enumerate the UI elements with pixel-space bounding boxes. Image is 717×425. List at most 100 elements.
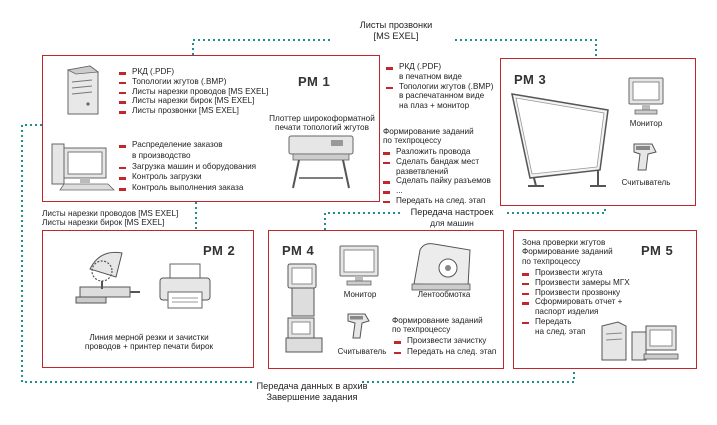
list-item: Произвести зачистку [394,336,496,347]
server-icon [66,65,100,115]
list-item-continuation: паспорт изделия [535,307,599,317]
monitor-icon [628,77,664,115]
list-item: в печатном виде [386,72,493,82]
list-item: Листы нарезки бирок [MS EXEL] [119,96,268,106]
rm4-tasks-list: Произвести зачистку Передать на след. эт… [394,336,496,358]
list-item: Распределение заказов [119,140,256,151]
rm1-tasks-list: Распределение заказов в производство Заг… [119,140,256,194]
list-item: на след. этап [522,327,630,337]
cut-lists-label: Листы нарезки проводов [MS EXEL] Листы н… [42,209,178,228]
list-item-continuation: в производство [132,150,191,160]
list-item: Произвести замеры МГХ [522,278,630,288]
barcode-reader-icon [347,313,370,339]
top-label-line1: Листы прозвонки [359,20,433,30]
list-item: разветвлений [383,167,491,177]
rm5-intro: Зона проверки жгутов Формирование задани… [522,238,613,266]
rm2-caption-line1: Линия мерной резки и зачистки [89,333,209,342]
rm3-reader-label: Считыватель [621,178,671,187]
terminal-icon [287,263,317,317]
bottom-label-line1: Передача данных в архив [256,381,368,391]
cut-lists-line1: Листы нарезки проводов [MS EXEL] [42,209,179,218]
plotter-icon [288,135,354,189]
top-connector [192,39,597,58]
workstation-icon [601,321,679,361]
list-item: Листы прозвонки [MS EXEL] [119,106,268,116]
rm2-caption-line2: проводов + принтер печати бирок [84,342,214,352]
list-item: Произвести жгута [522,268,630,278]
plaz-board-icon [511,93,609,187]
rm4-monitor-label: Монитор [343,290,377,299]
process-title-line2: по техпроцессу [383,136,442,146]
rm5-intro-line1: Зона проверки жгутов [522,238,606,247]
printer-icon [159,263,211,309]
list-item: РКД (.PDF) [386,62,493,72]
process-title-line1: Формирование заданий [383,127,474,136]
list-item-continuation: разветвлений [396,166,449,176]
list-item: ... [383,186,491,196]
rm5-tasks-list: Произвести жгута Произвести замеры МГХ П… [522,268,630,337]
list-item: Топологии жгутов (.BMP) [119,77,268,87]
barcode-reader-icon [633,143,657,171]
bottom-connector [362,369,575,383]
rm4-reader-label: Считыватель [337,347,387,356]
list-item-continuation: в распечатанном виде [399,91,485,101]
list-item: Листы нарезки проводов [MS EXEL] [119,87,268,97]
rm5-title: РМ 5 [641,243,674,258]
list-item: Сформировать отчет + [522,297,630,307]
list-item-continuation: на след. этап [535,326,586,336]
list-item: в производство [119,151,256,162]
list-item: РКД (.PDF) [119,67,268,77]
monitor-icon [339,245,379,286]
bottom-label: Передача данных в архив Завершение задан… [242,381,382,403]
transfer-connector [324,205,606,230]
list-item: Передать [522,317,630,327]
list-item: в распечатанном виде [386,91,493,101]
bottom-label-line2: Завершение задания [266,392,358,402]
plotter-label: Плоттер широкоформатной печати топологий… [262,114,382,133]
process-list: Разложить провода Сделать бандаж мест ра… [383,147,491,206]
plotter-label-line1: Плоттер широкоформатной [269,114,375,123]
list-item: Загрузка машин и оборудования [119,162,256,173]
rm4-taping-label: Лентообмотка [417,290,471,299]
middle-docs-list: РКД (.PDF) в печатном виде Топологии жгу… [386,62,493,111]
list-item: Разложить провода [383,147,491,157]
cut-lists-line2: Листы нарезки бирок [MS EXEL] [42,218,165,228]
list-item: Передать на след. этап [383,196,491,206]
computer-icon [51,143,115,191]
rm3-monitor-label: Монитор [629,119,663,128]
rm1-docs-list: РКД (.PDF) Топологии жгутов (.BMP) Листы… [119,67,268,116]
rm2-caption: Линия мерной резки и зачистки проводов +… [52,333,246,352]
list-item: Контроль загрузки [119,172,256,183]
middle-docs: РКД (.PDF) в печатном виде Топологии жгу… [386,62,493,111]
transfer-label-line2: для машин [430,218,474,228]
plotter-label-line2: печати топологий жгутов [275,123,369,133]
cutting-machine-icon [75,251,140,304]
control-station-icon [285,317,323,353]
process-title: Формирование заданий по техпроцессу [383,127,474,146]
list-item: Сделать пайку разъемов [383,176,491,186]
rm3-title: РМ 3 [514,72,547,87]
list-item-continuation: в печатном виде [399,71,462,81]
list-item: Передать на след. этап [394,347,496,358]
rm5-intro-line3: по техпроцессу [522,256,581,266]
rm4-task-title-line2: по техпроцессу [392,325,451,335]
rm2-title: РМ 2 [203,243,236,258]
rm5-intro-line2: Формирование заданий [522,247,613,257]
list-item-continuation: на плаз + монитор [399,101,470,111]
rm4-task-title-line1: Формирование заданий [392,316,483,325]
transfer-label: Передача настроек для машин [392,207,512,229]
rm1-title: РМ 1 [298,74,331,89]
list-item: Контроль выполнения заказа [119,183,256,194]
taping-machine-icon [411,243,471,291]
rm4-title: РМ 4 [282,243,315,258]
top-label: Листы прозвонки [MS EXEL] [336,20,456,42]
list-item: на плаз + монитор [386,101,493,111]
list-item: Топологии жгутов (.BMP) [386,82,493,92]
transfer-label-line1: Передача настроек [410,207,494,217]
left-connector [21,124,252,383]
rm4-task-title: Формирование заданий по техпроцессу [392,316,483,335]
list-item: Сделать бандаж мест [383,157,491,167]
list-item: Произвести прозвонку [522,288,630,298]
list-item: паспорт изделия [522,307,630,317]
